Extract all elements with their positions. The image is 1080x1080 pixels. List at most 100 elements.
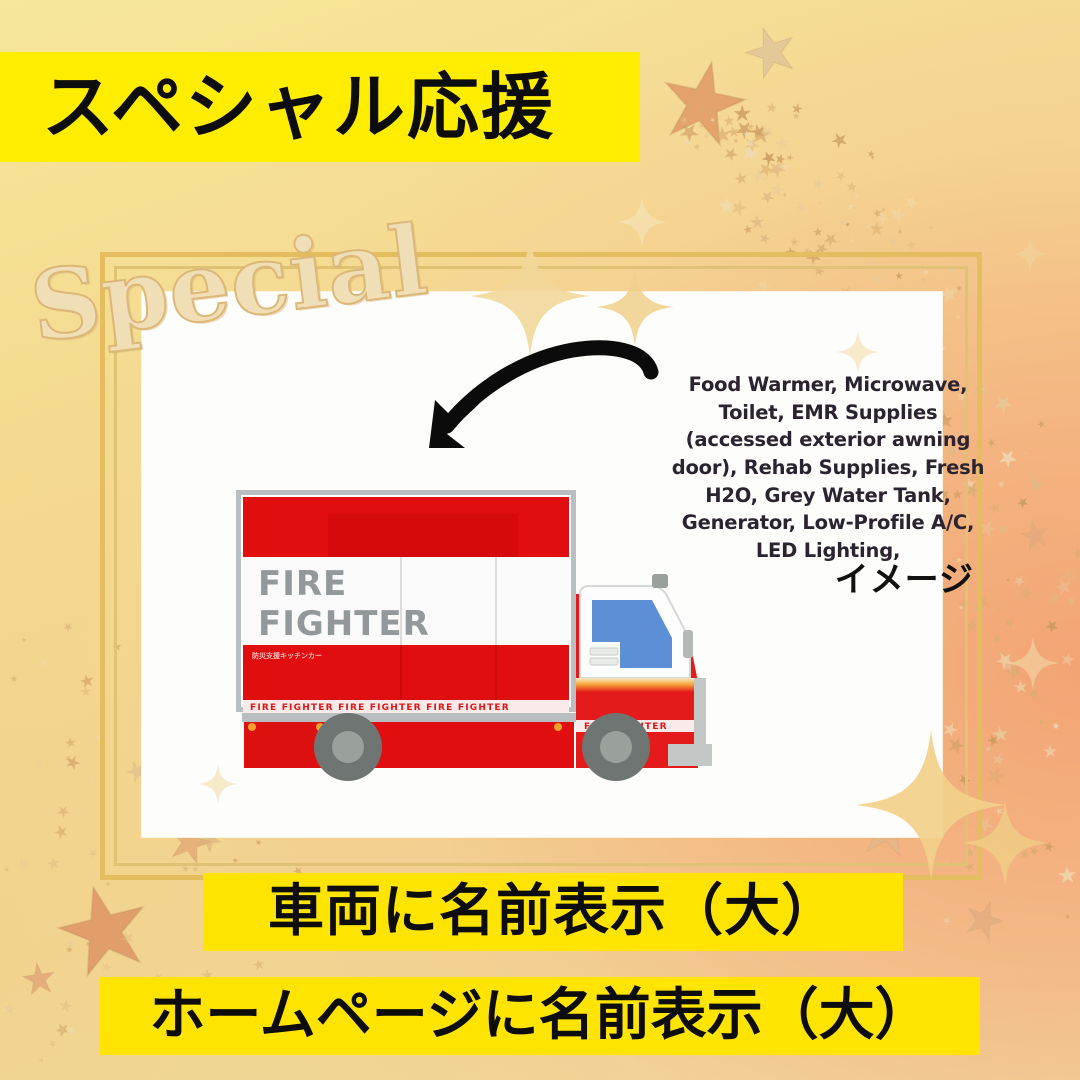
glitter-speck (995, 446, 1020, 471)
glitter-speck (52, 824, 70, 842)
glitter-speck (64, 1024, 78, 1038)
glitter-speck (833, 168, 849, 184)
glitter-speck (1026, 475, 1045, 494)
glitter-speck (844, 221, 850, 227)
glitter-speck (957, 603, 964, 610)
glitter-speck (956, 390, 968, 402)
glitter-speck (104, 880, 112, 888)
glitter-speck (1002, 659, 1027, 684)
glitter-speck (788, 236, 800, 248)
glitter-speck (61, 620, 75, 634)
glitter-speck (850, 204, 857, 211)
glitter-speck (961, 478, 984, 501)
glitter-speck (1016, 496, 1028, 508)
glitter-speck (254, 838, 264, 848)
glitter-speck (56, 997, 76, 1017)
glitter-speck (889, 205, 907, 223)
glitter-speck (79, 685, 93, 699)
benefit-banner-website: ホームページに名前表示（大） (100, 977, 980, 1055)
glitter-speck (951, 489, 963, 500)
glitter-speck (734, 171, 748, 185)
glitter-speck (851, 256, 859, 264)
glitter-speck (774, 153, 788, 167)
glitter-speck (993, 650, 1015, 672)
sparkle-icon (1012, 236, 1048, 272)
glitter-speck (746, 122, 756, 132)
glitter-star (48, 874, 160, 986)
glitter-speck (203, 868, 209, 873)
glitter-speck (964, 847, 975, 858)
glitter-speck (1012, 573, 1028, 589)
glitter-speck (962, 616, 981, 635)
glitter-speck (849, 237, 855, 243)
glitter-speck (201, 1057, 205, 1061)
glitter-speck (1030, 542, 1039, 551)
glitter-speck (1051, 722, 1061, 732)
glitter-speck (231, 857, 239, 865)
glitter-speck (820, 229, 841, 250)
glitter-speck (1026, 686, 1042, 702)
glitter-speck (990, 390, 1016, 416)
glitter-speck (830, 130, 849, 149)
glitter-speck (893, 270, 904, 281)
glitter-speck (934, 410, 955, 431)
glitter-speck (922, 269, 929, 276)
glitter-speck (880, 206, 887, 213)
glitter-speck (813, 265, 825, 277)
glitter-speck (1055, 863, 1080, 888)
sparkle-icon (836, 330, 880, 374)
fire-truck-illustration: FIRE FIGHTER 防災支援キッチンカー FIRE FIGHTER FIR… (228, 482, 748, 782)
glitter-speck (900, 192, 921, 213)
glitter-speck (939, 582, 956, 599)
glitter-speck (811, 177, 826, 192)
glitter-speck (1038, 719, 1046, 727)
glitter-speck (723, 145, 739, 161)
glitter-speck (1004, 617, 1017, 630)
glitter-speck (1058, 564, 1080, 588)
benefit-label-website: ホームページに名前表示（大） (149, 983, 931, 1048)
glitter-star (20, 960, 58, 998)
glitter-speck (755, 159, 776, 180)
glitter-speck (847, 202, 856, 211)
glitter-speck (774, 160, 785, 171)
glitter-speck (776, 160, 792, 176)
glitter-speck (986, 766, 1006, 786)
glitter-speck (1044, 588, 1064, 608)
glitter-speck (1005, 577, 1011, 582)
glitter-speck (20, 636, 29, 645)
glitter-speck (14, 854, 33, 873)
glitter-speck (760, 149, 779, 168)
glitter-speck (0, 1004, 13, 1017)
glitter-speck (811, 225, 824, 238)
glitter-speck (77, 671, 97, 691)
glitter-speck (785, 152, 795, 162)
glitter-speck (65, 946, 74, 955)
glitter-speck (852, 191, 862, 201)
glitter-speck (732, 137, 740, 145)
glitter-speck (1064, 594, 1078, 608)
glitter-speck (1017, 847, 1033, 863)
title-banner: スペシャル応援 (0, 52, 640, 162)
glitter-star (652, 52, 754, 154)
glitter-speck (711, 123, 735, 147)
glitter-speck (989, 723, 1011, 745)
glitter-speck (44, 854, 63, 873)
svg-text:防災支援キッチンカー: 防災支援キッチンカー (252, 651, 322, 660)
glitter-speck (955, 770, 973, 788)
glitter-speck (29, 754, 50, 775)
glitter-star (958, 894, 1009, 945)
glitter-speck (118, 929, 137, 948)
glitter-speck (731, 117, 757, 143)
glitter-speck (63, 938, 76, 951)
glitter-speck (1012, 678, 1030, 696)
glitter-speck (970, 590, 995, 615)
glitter-speck (1057, 650, 1077, 670)
glitter-speck (997, 655, 1018, 676)
glitter-speck (191, 864, 200, 873)
benefit-label-vehicle: 車両に名前表示（大） (268, 879, 838, 944)
glitter-speck (729, 102, 754, 127)
glitter-speck (726, 126, 740, 140)
sparkle-icon (616, 196, 668, 248)
glitter-speck (1052, 575, 1076, 599)
glitter-speck (37, 1055, 46, 1064)
